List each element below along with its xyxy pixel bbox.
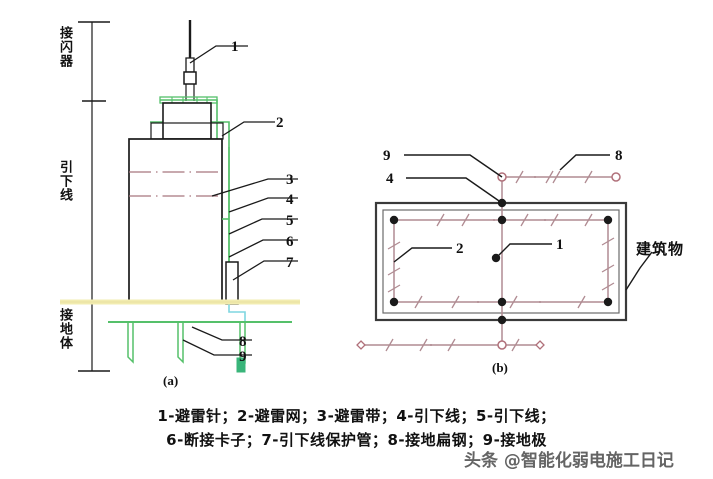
elevation-scale-axis	[78, 21, 110, 372]
plan-callout-9: 9	[383, 148, 391, 164]
down-conductor-protection-pipe	[225, 261, 239, 305]
node-down-conductor	[603, 297, 613, 307]
sub-label-a: (a)	[163, 373, 178, 388]
building-label: 建筑物	[636, 240, 685, 258]
down-conductor-assembly	[222, 218, 246, 322]
node-down-conductor	[603, 215, 613, 225]
callout-5: 5	[286, 213, 294, 229]
plan-callout-leaders	[393, 154, 653, 291]
callout-9: 9	[239, 349, 247, 365]
lightning-belt-lines	[129, 171, 222, 197]
node-down-conductor	[389, 215, 399, 225]
plan-callout-8: 8	[615, 148, 623, 164]
earthing-terminal-block	[236, 357, 246, 373]
node-down-conductor	[497, 215, 507, 225]
plan-callout-numbers: 9 8 4 2 1	[383, 148, 623, 257]
sub-label-b: (b)	[492, 360, 508, 375]
callout-7: 7	[286, 255, 294, 271]
callout-3: 3	[286, 172, 294, 188]
callout-8: 8	[239, 334, 247, 350]
figure-caption-line-2: 6-断接卡子；7-引下线保护管；8-接地扁钢；9-接地极	[166, 431, 547, 449]
plan-callout-4: 4	[386, 171, 394, 187]
plan-callout-2: 2	[456, 241, 464, 257]
zone-label-down-conductor: 引下线	[57, 160, 72, 202]
node-down-conductor	[497, 297, 507, 307]
callout-1: 1	[231, 39, 239, 55]
building-body-elevation	[128, 138, 223, 303]
earthing-system	[108, 321, 292, 373]
callout-4: 4	[286, 192, 294, 208]
node-earth-electrode-end	[535, 340, 545, 350]
node-earth-electrode	[497, 340, 507, 350]
watermark-text: 头条 @智能化弱电施工日记	[464, 451, 674, 471]
conductor-to-earth	[228, 302, 246, 322]
node-down-conductor	[497, 315, 507, 325]
plan-callout-1: 1	[556, 237, 564, 253]
node-earth-electrode-end	[356, 340, 366, 350]
node-down-conductor	[389, 297, 399, 307]
plan-conductor-ticks	[385, 170, 615, 352]
figure-caption-line-1: 1-避雷针；2-避雷网；3-避雷带；4-引下线；5-引下线；	[157, 407, 556, 425]
elevation-callout-numbers: 1 2 3 4 5 6 7 8 9	[231, 39, 294, 365]
zone-label-air-terminal: 接闪器	[57, 26, 72, 68]
lightning-rod	[183, 20, 197, 101]
zone-label-earthing-body: 接地体	[57, 308, 72, 350]
callout-6: 6	[286, 234, 294, 250]
plan-nodes	[356, 172, 621, 350]
callout-2: 2	[276, 115, 284, 131]
node-earth-electrode	[611, 172, 621, 182]
elevation-callout-leaders	[182, 45, 298, 356]
